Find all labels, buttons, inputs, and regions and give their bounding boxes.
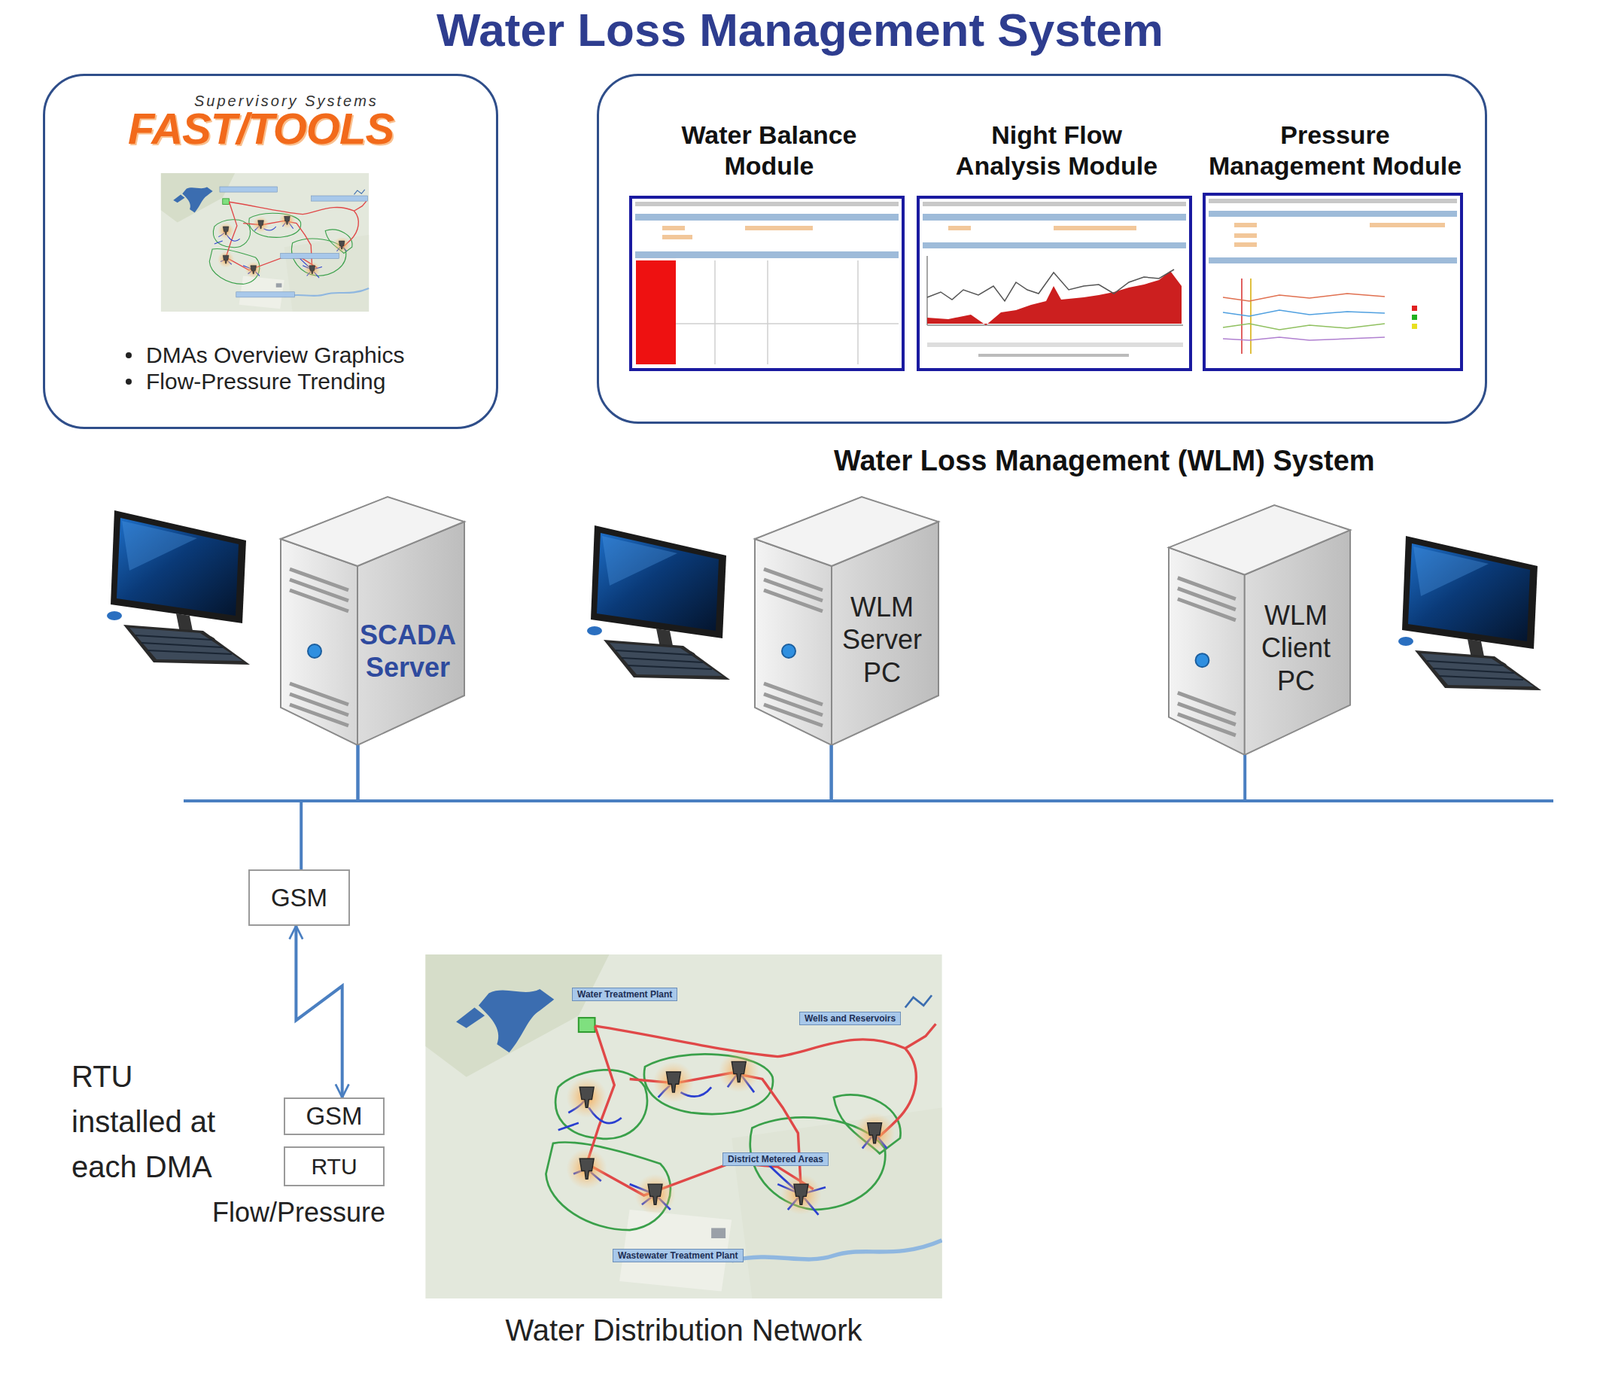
wlm-panel: Water Loss Management (WLM) SystemWater … (596, 73, 1488, 424)
box-label: GSM (305, 1101, 362, 1131)
server-tower (280, 496, 465, 746)
map-label: Water Treatment Plant (571, 987, 678, 1001)
box-label: GSM (270, 883, 328, 913)
network-map (425, 954, 942, 1299)
map-label-text: Wastewater Treatment Plant (617, 1250, 739, 1261)
server-label: WLM Client PC (1247, 599, 1345, 697)
box-label: RTU (310, 1153, 357, 1180)
module-screen: Water Balance Module (632, 115, 906, 372)
bullet-dot (125, 378, 132, 385)
server-tower: SCADA Server (280, 496, 465, 746)
map-label-text: District Metered Areas (727, 1153, 824, 1165)
map-label: Wastewater Treatment Plant (612, 1248, 744, 1263)
radio-link (295, 925, 342, 1098)
network-link (831, 745, 1246, 801)
server-tower: WLM Client PC (1168, 504, 1351, 755)
water-balance-screenshot (630, 197, 904, 370)
module-heading: Pressure Management Module (1206, 119, 1464, 182)
bullet-text: DMAs Overview Graphics (146, 342, 405, 369)
bullet-dot (125, 352, 132, 359)
network-link (301, 745, 358, 870)
map-thumbnail (161, 173, 369, 312)
module-screen: Night Flow Analysis Module (920, 115, 1193, 372)
diagram-title: Water Loss Management System (0, 3, 1600, 57)
monitor (106, 510, 250, 665)
map-label: District Metered Areas (722, 1152, 829, 1166)
module-screen: Pressure Management Module (1206, 115, 1464, 372)
scada-panel: Supervisory SystemsFAST/TOOLSDMAs Overvi… (42, 73, 499, 429)
rtu-note: RTU installed at each DMA (71, 1053, 236, 1190)
server-label: WLM Server PC (833, 590, 931, 689)
server-tower (754, 496, 939, 746)
signal-label: Flow/Pressure (212, 1196, 386, 1229)
gsm-box: GSM (283, 1097, 385, 1135)
gsm-box: GSM (248, 869, 350, 926)
server-label: SCADA Server (351, 618, 465, 684)
module-heading: Night Flow Analysis Module (936, 119, 1178, 182)
monitor (1398, 535, 1542, 691)
monitor (587, 525, 731, 680)
map-caption: Water Distribution Network (425, 1313, 943, 1348)
map-label: Wells and Reservoirs (799, 1011, 901, 1026)
panel-heading: Water Loss Management (WLM) System (833, 444, 1375, 478)
logo-name: FAST/TOOLS (127, 103, 394, 154)
night-flow-screenshot (918, 197, 1191, 370)
network-link (358, 745, 832, 801)
bullet-text: Flow-Pressure Trending (146, 368, 386, 395)
map-label-text: Wells and Reservoirs (804, 1012, 896, 1024)
server-tower (1168, 504, 1351, 755)
map-label-text: Water Treatment Plant (577, 988, 673, 1000)
module-heading: Water Balance Module (656, 119, 883, 182)
server-tower: WLM Server PC (754, 496, 937, 746)
rtu-box: RTU (283, 1146, 385, 1187)
pressure-screenshot (1204, 194, 1462, 370)
